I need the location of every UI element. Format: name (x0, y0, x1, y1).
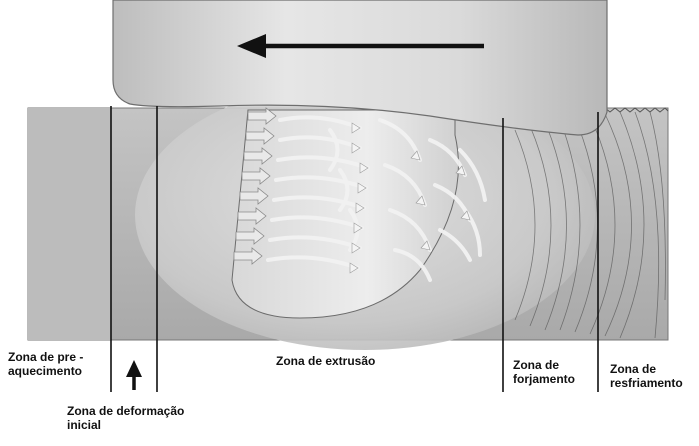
arrow-up-icon (126, 360, 142, 390)
label-forging-line1: Zona de (513, 358, 575, 372)
label-forging-line2: forjamento (513, 372, 575, 386)
label-initial-deformation-zone: Zona de deformação inicial (67, 404, 184, 432)
label-extrusion: Zona de extrusão (276, 354, 375, 368)
label-preheating-zone: Zona de pre - aquecimento (8, 350, 83, 378)
preheating-region (28, 108, 111, 340)
label-forging-zone: Zona de forjamento (513, 358, 575, 386)
label-preheating-line2: aquecimento (8, 364, 83, 378)
label-cooling-line1: Zona de (610, 362, 683, 376)
label-cooling-line2: resfriamento (610, 376, 683, 390)
label-deformation-line2: inicial (67, 418, 184, 432)
label-extrusion-zone: Zona de extrusão (276, 354, 375, 368)
label-preheating-line1: Zona de pre - (8, 350, 83, 364)
label-cooling-zone: Zona de resfriamento (610, 362, 683, 390)
label-deformation-line1: Zona de deformação (67, 404, 184, 418)
